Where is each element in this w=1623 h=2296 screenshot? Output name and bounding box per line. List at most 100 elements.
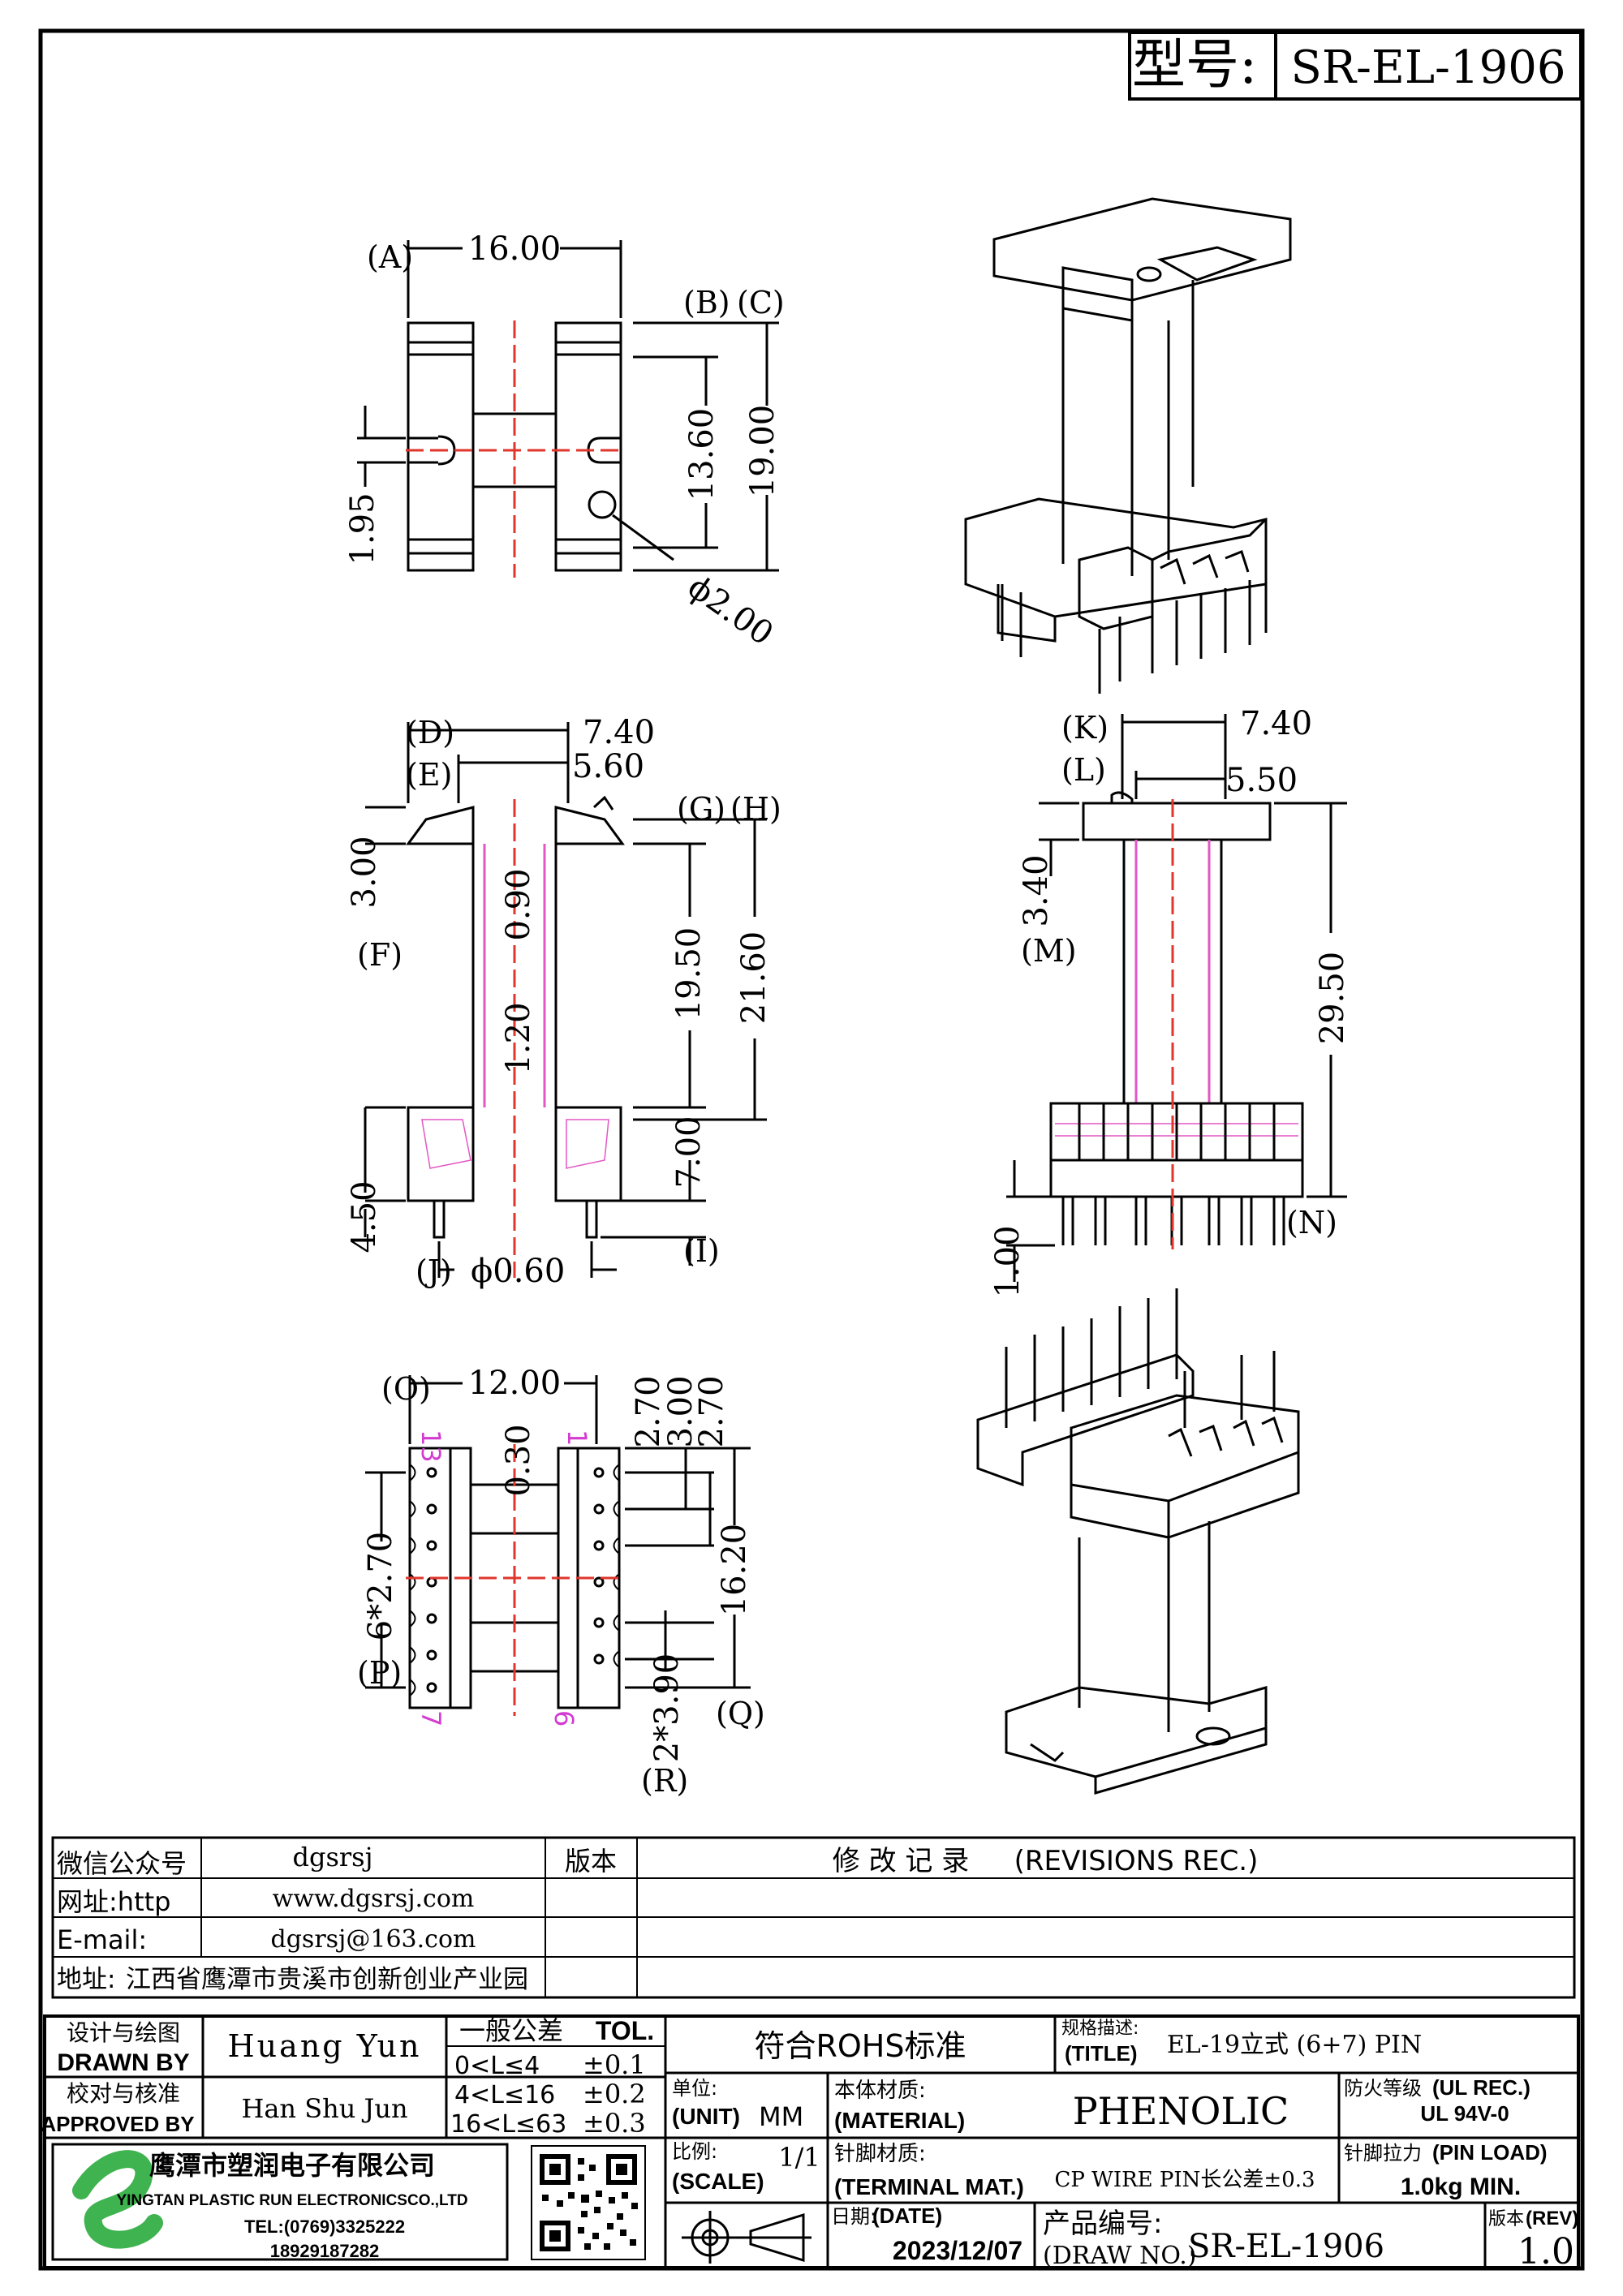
ul-label-en: (UL REC.) bbox=[1432, 2075, 1530, 2100]
dim-front-total: 29.50 bbox=[1314, 952, 1351, 1045]
label-p: (P) bbox=[357, 1655, 402, 1691]
rev-value: 1.0 bbox=[1518, 2231, 1574, 2272]
approved-by-name: Han Shu Jun bbox=[241, 2093, 407, 2124]
pin-number-6: 6 bbox=[549, 1710, 579, 1726]
top-view bbox=[357, 240, 779, 578]
drawn-by-cn: 设计与绘图 bbox=[67, 2019, 180, 2046]
label-h: (H) bbox=[730, 791, 781, 827]
dim-bottom-b: 3.00 bbox=[662, 1375, 700, 1447]
dim-bottom-pitch2: 2*3.90 bbox=[648, 1653, 686, 1763]
dim-side-wall1: 0.90 bbox=[500, 868, 537, 940]
dim-top-pin-gap: 13.60 bbox=[683, 408, 721, 501]
iso-view-top bbox=[964, 197, 1292, 694]
dim-bottom-pitch: 6*2.70 bbox=[362, 1532, 399, 1641]
company-name-cn: 鹰潭市塑润电子有限公司 bbox=[149, 2150, 435, 2181]
approved-by-en: APPROVED BY bbox=[41, 2112, 194, 2136]
iso-view-bottom bbox=[976, 1288, 1300, 1795]
date-value: 2023/12/07 bbox=[893, 2236, 1022, 2265]
front-view bbox=[1006, 714, 1347, 1282]
drawn-by-name: Huang Yun bbox=[228, 2028, 422, 2064]
label-l: (L) bbox=[1061, 752, 1106, 788]
title-label-en: (TITLE) bbox=[1065, 2041, 1138, 2066]
company-tel: TEL:(0769)3325222 bbox=[244, 2216, 405, 2237]
dim-side-window: 19.50 bbox=[670, 927, 708, 1021]
dim-side-d2: 5.60 bbox=[572, 748, 644, 785]
company-name-en: YINGTAN PLASTIC RUN ELECTRONICSCO.,LTD bbox=[116, 2192, 467, 2209]
scale-label-cn: 比例: bbox=[672, 2140, 717, 2163]
label-c: (C) bbox=[737, 285, 785, 320]
email-value: dgsrsj@163.com bbox=[271, 1925, 476, 1954]
label-e: (E) bbox=[406, 757, 452, 793]
title-label-cn: 规格描述: bbox=[1061, 2019, 1139, 2039]
tolerance-range-3: 16<L≤63 bbox=[450, 2110, 566, 2139]
approved-by-cn: 校对与核准 bbox=[67, 2080, 180, 2107]
terminal-label-cn: 针脚材质: bbox=[834, 2142, 926, 2166]
label-q: (Q) bbox=[716, 1696, 765, 1731]
ul-value: UL 94V-0 bbox=[1420, 2101, 1509, 2126]
version-header: 版本 bbox=[565, 1846, 617, 1877]
info-table bbox=[51, 1836, 1576, 1999]
dim-side-pin-dia: ϕ0.60 bbox=[471, 1253, 565, 1290]
company-phone: 18929187282 bbox=[270, 2241, 380, 2261]
dim-bottom-c: 2.70 bbox=[693, 1375, 730, 1447]
ul-label-cn: 防火等级 bbox=[1344, 2077, 1422, 2100]
dim-front-pin: 1.00 bbox=[989, 1225, 1027, 1297]
material-label-cn: 本体材质: bbox=[834, 2079, 926, 2103]
label-d: (D) bbox=[406, 715, 454, 750]
dim-side-wall2: 1.20 bbox=[500, 1002, 537, 1074]
dim-side-pin-length: 4.50 bbox=[346, 1180, 383, 1253]
website-label: 网址:http bbox=[57, 1886, 170, 1917]
terminal-label-en: (TERMINAL MAT.) bbox=[834, 2174, 1024, 2199]
drawn-by-en: DRAWN BY bbox=[57, 2049, 189, 2076]
label-b: (B) bbox=[683, 285, 730, 320]
rohs-statement: 符合ROHS标准 bbox=[754, 2028, 966, 2064]
dim-side-d1: 7.40 bbox=[583, 714, 655, 751]
tolerance-value-1: ±0.1 bbox=[583, 2049, 646, 2080]
dim-side-total: 21.60 bbox=[735, 931, 773, 1025]
revisions-header: 修 改 记 录 bbox=[833, 1845, 969, 1877]
dim-bottom-a: 2.70 bbox=[630, 1375, 667, 1447]
dim-top-width: 16.00 bbox=[468, 230, 562, 268]
label-k: (K) bbox=[1061, 710, 1109, 746]
dim-side-flange: 3.00 bbox=[346, 836, 383, 908]
company-logo bbox=[72, 2150, 163, 2249]
tolerance-range-1: 0<L≤4 bbox=[454, 2052, 540, 2080]
tolerance-title-en: TOL. bbox=[596, 2016, 654, 2045]
rev-label-cn: 版本 bbox=[1488, 2209, 1524, 2229]
website-value: www.dgsrsj.com bbox=[273, 1885, 475, 1913]
label-f: (F) bbox=[357, 937, 403, 973]
pin-load-label-cn: 针脚拉力 bbox=[1344, 2142, 1422, 2165]
model-label: 型号: bbox=[1132, 33, 1257, 96]
dim-top-hole: ϕ2.00 bbox=[681, 569, 780, 653]
dim-front-flange: 3.40 bbox=[1018, 854, 1055, 927]
pin-load-value: 1.0kg MIN. bbox=[1401, 2173, 1521, 2200]
dim-bottom-wall: 0.30 bbox=[500, 1424, 537, 1496]
rev-label-en: (REV) bbox=[1526, 2208, 1578, 2229]
wechat-value: dgsrsj bbox=[292, 1842, 372, 1872]
pin-number-13: 13 bbox=[415, 1430, 446, 1463]
side-view bbox=[364, 722, 767, 1278]
dim-side-base: 7.00 bbox=[670, 1116, 708, 1188]
address-value: 江西省鹰潭市贵溪市创新创业产业园 bbox=[126, 1965, 528, 1994]
dim-bottom-width: 12.00 bbox=[468, 1365, 562, 1402]
projection-symbol bbox=[682, 2211, 812, 2264]
model-value: SR-EL-1906 bbox=[1291, 41, 1566, 94]
pin-number-1: 1 bbox=[562, 1430, 592, 1446]
pin-number-7: 7 bbox=[415, 1710, 446, 1726]
qr-code bbox=[540, 2154, 638, 2251]
tolerance-title-cn: 一般公差 bbox=[459, 2015, 563, 2046]
scale-label-en: (SCALE) bbox=[672, 2169, 764, 2194]
dim-top-height: 19.00 bbox=[744, 405, 781, 498]
dim-front-d2: 5.50 bbox=[1225, 762, 1298, 799]
material-value: PHENOLIC bbox=[1073, 2089, 1289, 2133]
tolerance-value-3: ±0.3 bbox=[583, 2108, 646, 2139]
label-o: (O) bbox=[381, 1371, 431, 1407]
dim-bottom-length: 16.20 bbox=[716, 1524, 753, 1617]
unit-label-en: (UNIT) bbox=[672, 2104, 740, 2129]
unit-value: MM bbox=[759, 2101, 803, 2132]
label-r: (R) bbox=[641, 1763, 688, 1799]
address-label: 地址: bbox=[57, 1965, 115, 1994]
draw-no-value: SR-EL-1906 bbox=[1188, 2228, 1384, 2265]
draw-no-label-cn: 产品编号: bbox=[1043, 2208, 1162, 2240]
dim-top-slot: 1.95 bbox=[344, 492, 381, 565]
